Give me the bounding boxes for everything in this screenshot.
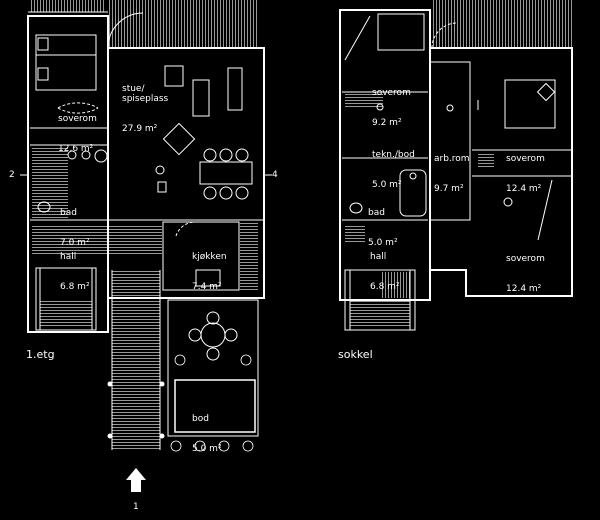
room-area: 27.9 m² <box>122 124 158 134</box>
room-area: 12.4 m² <box>506 184 542 194</box>
room-area: 9.2 m² <box>372 118 402 128</box>
first-floor-bedroom-label: soverom 12.6 m² <box>58 94 97 164</box>
first-floor-living-label: stue/ spiseplass 27.9 m² <box>122 64 168 144</box>
room-name: soverom <box>506 154 545 164</box>
basement-hall-label: hall 6.8 m² <box>370 232 400 302</box>
basement-office-label: arb.rom 9.7 m² <box>434 134 470 204</box>
basement-bedroom-a-label: soverom 9.2 m² <box>372 68 411 138</box>
basement-tech-label: tekn./bod 5.0 m² <box>372 130 415 200</box>
room-area: 6.8 m² <box>60 282 90 292</box>
room-name: hall <box>370 252 387 262</box>
section-mark-bottom: 1 <box>133 502 139 512</box>
room-area: 6.8 m² <box>370 282 400 292</box>
room-name: tekn./bod <box>372 150 415 160</box>
room-name: hall <box>60 252 77 262</box>
room-area: 12.6 m² <box>58 144 94 154</box>
room-area: 5.0 m² <box>372 180 402 190</box>
room-name: bad <box>60 208 77 218</box>
basement-bedroom-b-label: soverom 12.4 m² <box>506 134 545 204</box>
first-floor-caption: 1.etg <box>26 348 55 361</box>
basement-bath-label: bad 5.0 m² <box>368 188 398 258</box>
room-area: 5.0 m² <box>368 238 398 248</box>
basement-plan <box>339 0 573 331</box>
first-floor-storage-label: bod 5.0 m² <box>192 394 222 464</box>
room-area: 12.4 m² <box>506 284 542 294</box>
basement-bedroom-c-label: soverom 12.4 m² <box>506 234 545 304</box>
room-name: arb.rom <box>434 154 470 164</box>
first-floor-kitchen-label: kjøkken 7.4 m² <box>192 232 227 302</box>
room-name: kjøkken <box>192 252 227 262</box>
room-name: soverom <box>506 254 545 264</box>
room-area: 5.0 m² <box>192 444 222 454</box>
room-name: bod <box>192 414 209 424</box>
section-mark-right: 4 <box>272 170 278 180</box>
room-area: 9.7 m² <box>434 184 464 194</box>
first-floor-plan <box>20 0 272 492</box>
room-name: bad <box>368 208 385 218</box>
room-area: 7.0 m² <box>60 238 90 248</box>
first-floor-hall-label: hall 6.8 m² <box>60 232 90 302</box>
room-area: 7.4 m² <box>192 282 222 292</box>
room-name: soverom <box>372 88 411 98</box>
section-mark-left: 2 <box>9 170 15 180</box>
room-name: soverom <box>58 114 97 124</box>
first-floor-bath-label: bad 7.0 m² <box>60 188 90 258</box>
basement-caption: sokkel <box>338 348 373 361</box>
room-name: stue/ spiseplass <box>122 84 169 104</box>
